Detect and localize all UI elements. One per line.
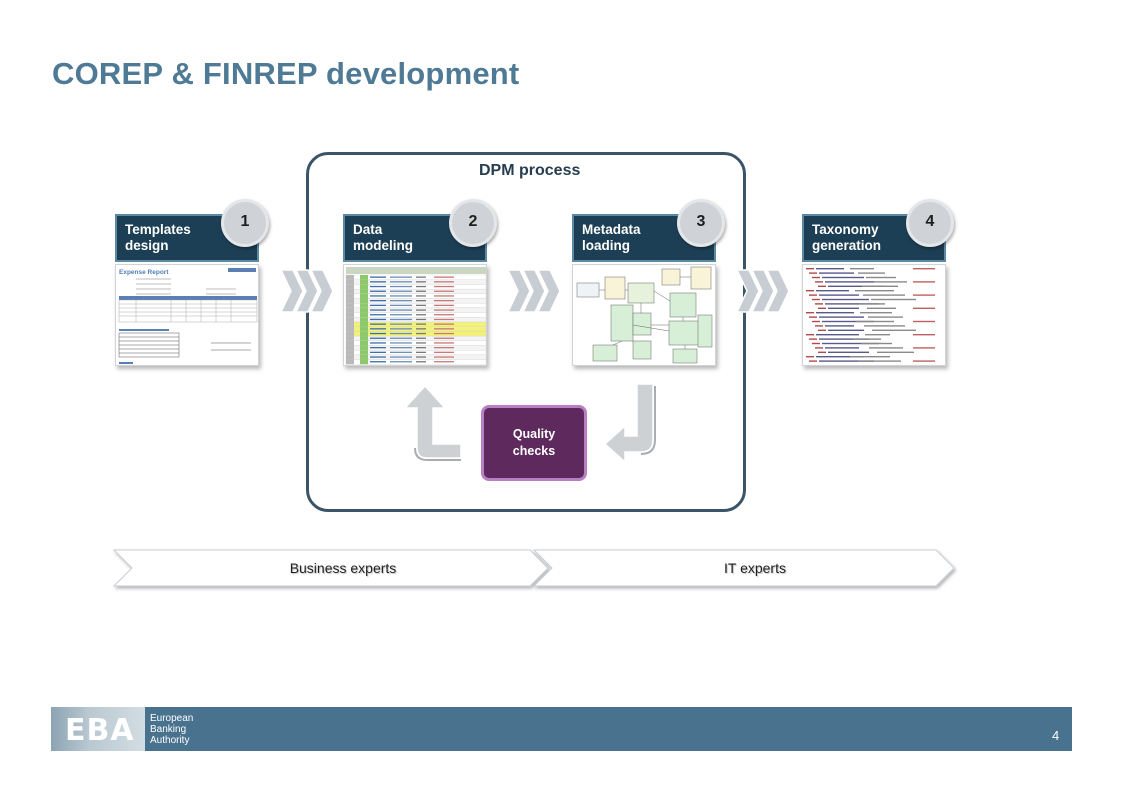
step-label: Taxonomy generation — [812, 222, 882, 253]
triple-chevron-arrow-icon — [508, 269, 561, 313]
data-modeling-thumbnail — [343, 264, 487, 366]
dpm-process-frame — [306, 152, 746, 512]
step-number-badge: 2 — [449, 199, 497, 247]
dpm-process-label: DPM process — [479, 162, 581, 179]
triple-chevron-arrow-icon — [737, 269, 790, 313]
step-number-badge: 4 — [906, 199, 954, 247]
footer-bar — [51, 707, 1072, 751]
page-number: 4 — [1052, 728, 1060, 743]
page-title: COREP & FINREP development — [52, 56, 520, 91]
taxonomy-generation-thumbnail — [802, 264, 946, 366]
metadata-loading-thumbnail — [572, 264, 716, 366]
expert-bands — [112, 549, 955, 587]
templates-design-thumbnail: Expense Report — [115, 264, 259, 366]
organization-name: European Banking Authority — [150, 713, 194, 746]
curved-arrow-up-icon — [403, 384, 462, 461]
quality-checks-box: Quality checks — [481, 405, 587, 481]
business-experts-label: Business experts — [289, 560, 397, 576]
business-experts-band — [112, 549, 549, 587]
triple-chevron-arrow-icon — [281, 269, 334, 313]
eba-logo-text: EBA — [65, 713, 135, 748]
eba-logo — [51, 707, 145, 751]
step-label: Data modeling — [353, 222, 413, 253]
step-label: Metadata loading — [582, 222, 641, 253]
step-label: Templates design — [125, 222, 191, 253]
quality-checks-label: Quality checks — [512, 427, 556, 458]
it-experts-label: IT experts — [724, 560, 786, 576]
it-experts-band — [532, 549, 955, 587]
expense-report-heading: Expense Report — [119, 269, 169, 276]
curved-arrow-down-icon — [603, 383, 656, 464]
step-number-badge: 3 — [677, 199, 725, 247]
step-number-badge: 1 — [221, 199, 269, 247]
